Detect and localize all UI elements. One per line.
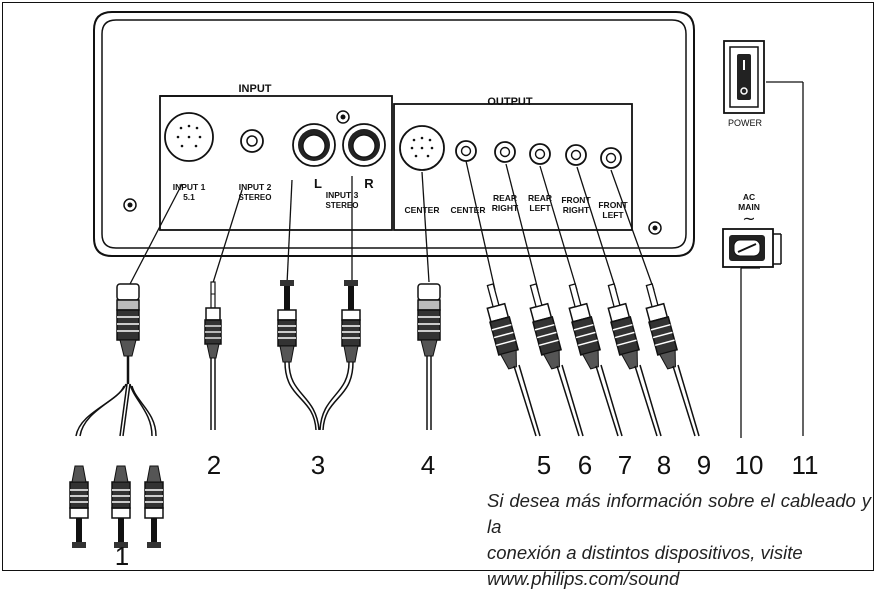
input1-label: INPUT 1 bbox=[173, 182, 206, 192]
power-label: POWER bbox=[728, 118, 763, 128]
input3-label: INPUT 3 bbox=[326, 190, 359, 200]
diagram-frame bbox=[2, 2, 874, 571]
rear-left-label-1: REAR bbox=[528, 193, 552, 203]
cable-5 bbox=[479, 281, 541, 437]
input1-din-jack[interactable] bbox=[164, 112, 214, 162]
callout-8: 8 bbox=[656, 450, 672, 480]
power-switch[interactable] bbox=[723, 40, 765, 114]
input-title: INPUT bbox=[239, 83, 272, 95]
leader-lines bbox=[128, 81, 804, 438]
info-note-link[interactable]: www.philips.com/sound bbox=[487, 568, 680, 589]
input3-right-label: R bbox=[364, 176, 374, 191]
ac-symbol: ~ bbox=[742, 209, 755, 228]
ac-main-socket[interactable] bbox=[722, 228, 782, 268]
rear-right-label-1: REAR bbox=[493, 193, 517, 203]
rear-right-label-2: RIGHT bbox=[492, 203, 519, 213]
info-note-line-1: Si desea más información sobre el cablea… bbox=[487, 490, 871, 537]
callout-5: 5 bbox=[536, 450, 552, 480]
front-left-label-2: LEFT bbox=[602, 210, 624, 220]
cable-8 bbox=[600, 281, 662, 437]
input3-sublabel: STEREO bbox=[326, 201, 359, 210]
input-section: INPUT INPUT 1 5.1 INPUT 2 STEREO L bbox=[159, 83, 393, 231]
input2-sublabel: STEREO bbox=[239, 193, 272, 202]
info-note-line-2: conexión a distintos dispositivos, visit… bbox=[487, 542, 803, 563]
input2-stereo-jack[interactable] bbox=[240, 129, 264, 153]
callout-4: 4 bbox=[420, 450, 436, 480]
connection-diagram: INPUT INPUT 1 5.1 INPUT 2 STEREO L bbox=[69, 11, 804, 549]
output-section: OUTPUT CENTER CENTER REAR RIGHT REAR LEF… bbox=[393, 96, 633, 231]
ac-main-label-1: AC bbox=[743, 192, 755, 202]
input2-label: INPUT 2 bbox=[239, 182, 272, 192]
center-jack[interactable] bbox=[455, 140, 477, 162]
rear-left-label-2: LEFT bbox=[529, 203, 551, 213]
center-din-label: CENTER bbox=[405, 205, 440, 215]
cable-2 bbox=[204, 281, 222, 430]
front-right-label-2: RIGHT bbox=[563, 205, 590, 215]
input1-sublabel: 5.1 bbox=[183, 192, 195, 202]
info-note: Si desea más información sobre el cablea… bbox=[487, 488, 871, 592]
output-title: OUTPUT bbox=[487, 96, 533, 108]
callout-10: 10 bbox=[734, 450, 764, 480]
front-right-jack[interactable] bbox=[565, 144, 587, 166]
input3-left-jack[interactable] bbox=[292, 123, 336, 167]
front-left-label-1: FRONT bbox=[598, 200, 628, 210]
callout-2: 2 bbox=[206, 450, 222, 480]
front-right-label-1: FRONT bbox=[561, 195, 591, 205]
cable-1 bbox=[69, 283, 164, 549]
input3-left-label: L bbox=[314, 176, 322, 191]
cable-9 bbox=[638, 281, 700, 437]
cable-4 bbox=[417, 283, 441, 430]
callout-1: 1 bbox=[114, 541, 130, 571]
callout-6: 6 bbox=[577, 450, 593, 480]
cable-6 bbox=[522, 281, 584, 437]
rear-right-jack[interactable] bbox=[494, 141, 516, 163]
input3-right-jack[interactable] bbox=[342, 123, 386, 167]
callout-11: 11 bbox=[791, 450, 819, 480]
center-jack-label: CENTER bbox=[451, 205, 486, 215]
cable-7 bbox=[561, 281, 623, 437]
callout-3: 3 bbox=[310, 450, 326, 480]
cable-3 bbox=[277, 279, 361, 431]
callout-7: 7 bbox=[617, 450, 633, 480]
callout-9: 9 bbox=[696, 450, 712, 480]
center-din-jack[interactable] bbox=[399, 125, 445, 171]
front-left-jack[interactable] bbox=[600, 147, 622, 169]
ac-main-label-2: MAIN bbox=[738, 202, 760, 212]
rear-left-jack[interactable] bbox=[529, 143, 551, 165]
